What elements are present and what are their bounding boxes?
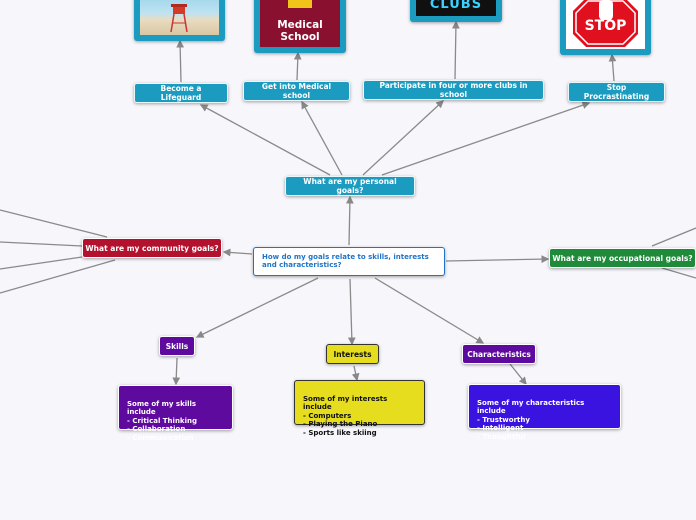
goal-lifeguard[interactable]: Become a Lifeguard	[134, 83, 228, 103]
characteristics-node[interactable]: Characteristics	[462, 344, 536, 364]
community-goals-label: What are my community goals?	[85, 243, 219, 253]
goal-clubs[interactable]: Participate in four or more clubs in sch…	[363, 80, 544, 100]
interests-label: Interests	[333, 349, 372, 359]
stop-sign-icon	[573, 0, 638, 47]
stop-image-card: STOP	[560, 0, 651, 55]
central-topic-label: How do my goals relate to skills, intere…	[262, 253, 429, 269]
goal-medical-school[interactable]: Get into Medical school	[243, 81, 350, 101]
goal-medical-school-label: Get into Medical school	[261, 82, 332, 100]
skills-detail-text: Some of my skills include - Critical Thi…	[127, 399, 197, 442]
occupational-goals-node[interactable]: What are my occupational goals?	[549, 248, 696, 268]
goal-stop-procrastinating[interactable]: Stop Procrastinating	[568, 82, 665, 102]
clubs-image-card: CLUBS	[410, 0, 502, 22]
medical-school-text: Medical School	[277, 19, 323, 43]
characteristics-detail[interactable]: Some of my characteristics include - Tru…	[468, 384, 621, 441]
central-topic[interactable]: How do my goals relate to skills, intere…	[253, 247, 445, 276]
interests-node[interactable]: Interests	[326, 344, 379, 364]
medical-school-image-card: Medical School	[254, 0, 346, 53]
characteristics-detail-text: Some of my characteristics include - Tru…	[477, 398, 585, 441]
community-goals-node[interactable]: What are my community goals?	[82, 238, 222, 258]
goal-clubs-label: Participate in four or more clubs in sch…	[379, 81, 528, 99]
occupational-goals-label: What are my occupational goals?	[552, 253, 693, 263]
lifeguard-image-card	[134, 0, 225, 41]
skills-detail[interactable]: Some of my skills include - Critical Thi…	[118, 385, 233, 442]
characteristics-label: Characteristics	[467, 349, 531, 359]
skills-node[interactable]: Skills	[159, 336, 195, 356]
interests-detail-text: Some of my interests include - Computers…	[303, 394, 388, 437]
interests-detail[interactable]: Some of my interests include - Computers…	[294, 380, 425, 437]
personal-goals-node[interactable]: What are my personal goals?	[285, 176, 415, 196]
goal-stop-procrastinating-label: Stop Procrastinating	[583, 83, 650, 101]
goal-lifeguard-label: Become a Lifeguard	[160, 84, 202, 102]
stop-text: STOP	[584, 18, 627, 34]
clubs-text: CLUBS	[429, 0, 483, 12]
skills-label: Skills	[165, 341, 189, 351]
personal-goals-label: What are my personal goals?	[303, 177, 397, 195]
lifeguard-tower-icon	[170, 4, 188, 33]
